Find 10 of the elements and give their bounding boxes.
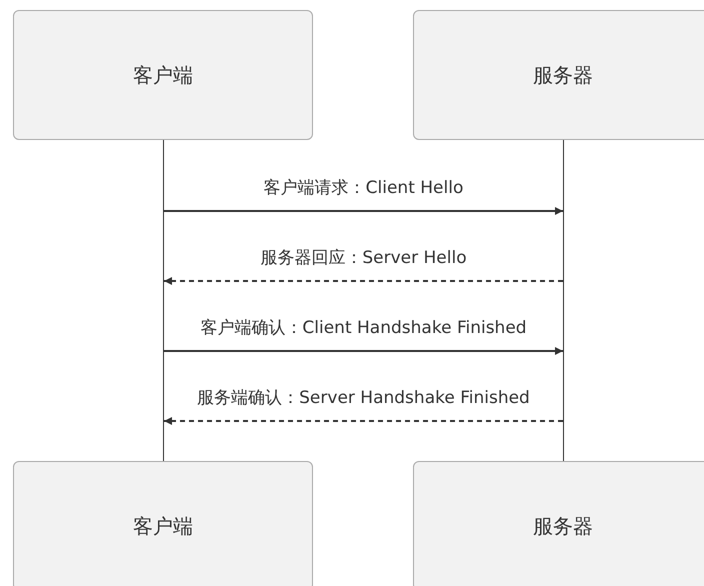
lifeline-box: 客户端 <box>13 10 313 140</box>
message-arrow <box>164 347 563 355</box>
lifeline <box>563 140 564 461</box>
lifeline-box: 服务器 <box>413 461 704 586</box>
message-arrow <box>164 417 563 425</box>
lifeline <box>163 140 164 461</box>
message-arrow <box>164 277 563 285</box>
lifeline-box: 服务器 <box>413 10 704 140</box>
message-arrow <box>164 207 563 215</box>
lifeline-box: 客户端 <box>13 461 313 586</box>
